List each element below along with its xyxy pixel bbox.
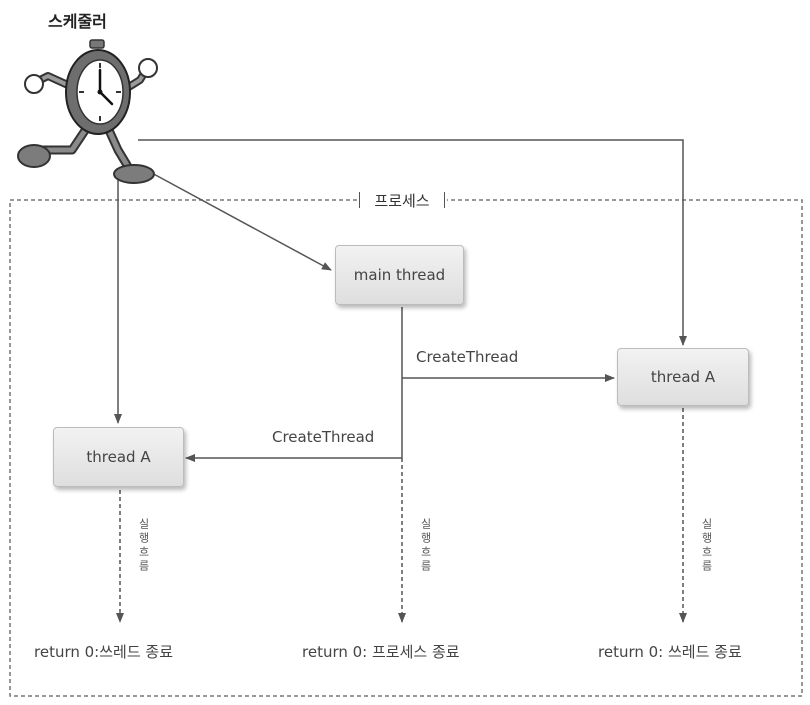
scheduler-label: 스케줄러: [48, 12, 107, 31]
scheduler-to-main-thread-arrow: [149, 171, 332, 271]
end-right-label: return 0: 쓰레드 종료: [598, 643, 742, 661]
create-thread-right-label: CreateThread: [416, 348, 519, 366]
main-thread-label: main thread: [353, 266, 446, 284]
thread-left-node: thread A: [53, 427, 184, 487]
thread-right-node: thread A: [617, 348, 749, 406]
main-thread-node: main thread: [335, 245, 464, 305]
flow-left-label: 실행흐름: [137, 518, 150, 574]
thread-right-label: thread A: [650, 368, 716, 386]
end-left-label: return 0:쓰레드 종료: [34, 643, 173, 661]
flow-right-label: 실행흐름: [700, 518, 713, 574]
scheduler-to-thread-right-arrow: [138, 139, 687, 346]
flow-middle-label: 실행흐름: [419, 518, 432, 574]
process-label-box: 프로세스: [357, 188, 447, 212]
thread-left-label: thread A: [86, 448, 151, 466]
end-middle-label: return 0: 프로세스 종료: [302, 643, 460, 661]
create-thread-left-label: CreateThread: [272, 428, 375, 446]
running-clock-icon: [17, 39, 158, 184]
process-label-right-bar: [444, 192, 445, 208]
process-label: 프로세스: [374, 191, 430, 210]
process-label-left-bar: [359, 192, 360, 208]
